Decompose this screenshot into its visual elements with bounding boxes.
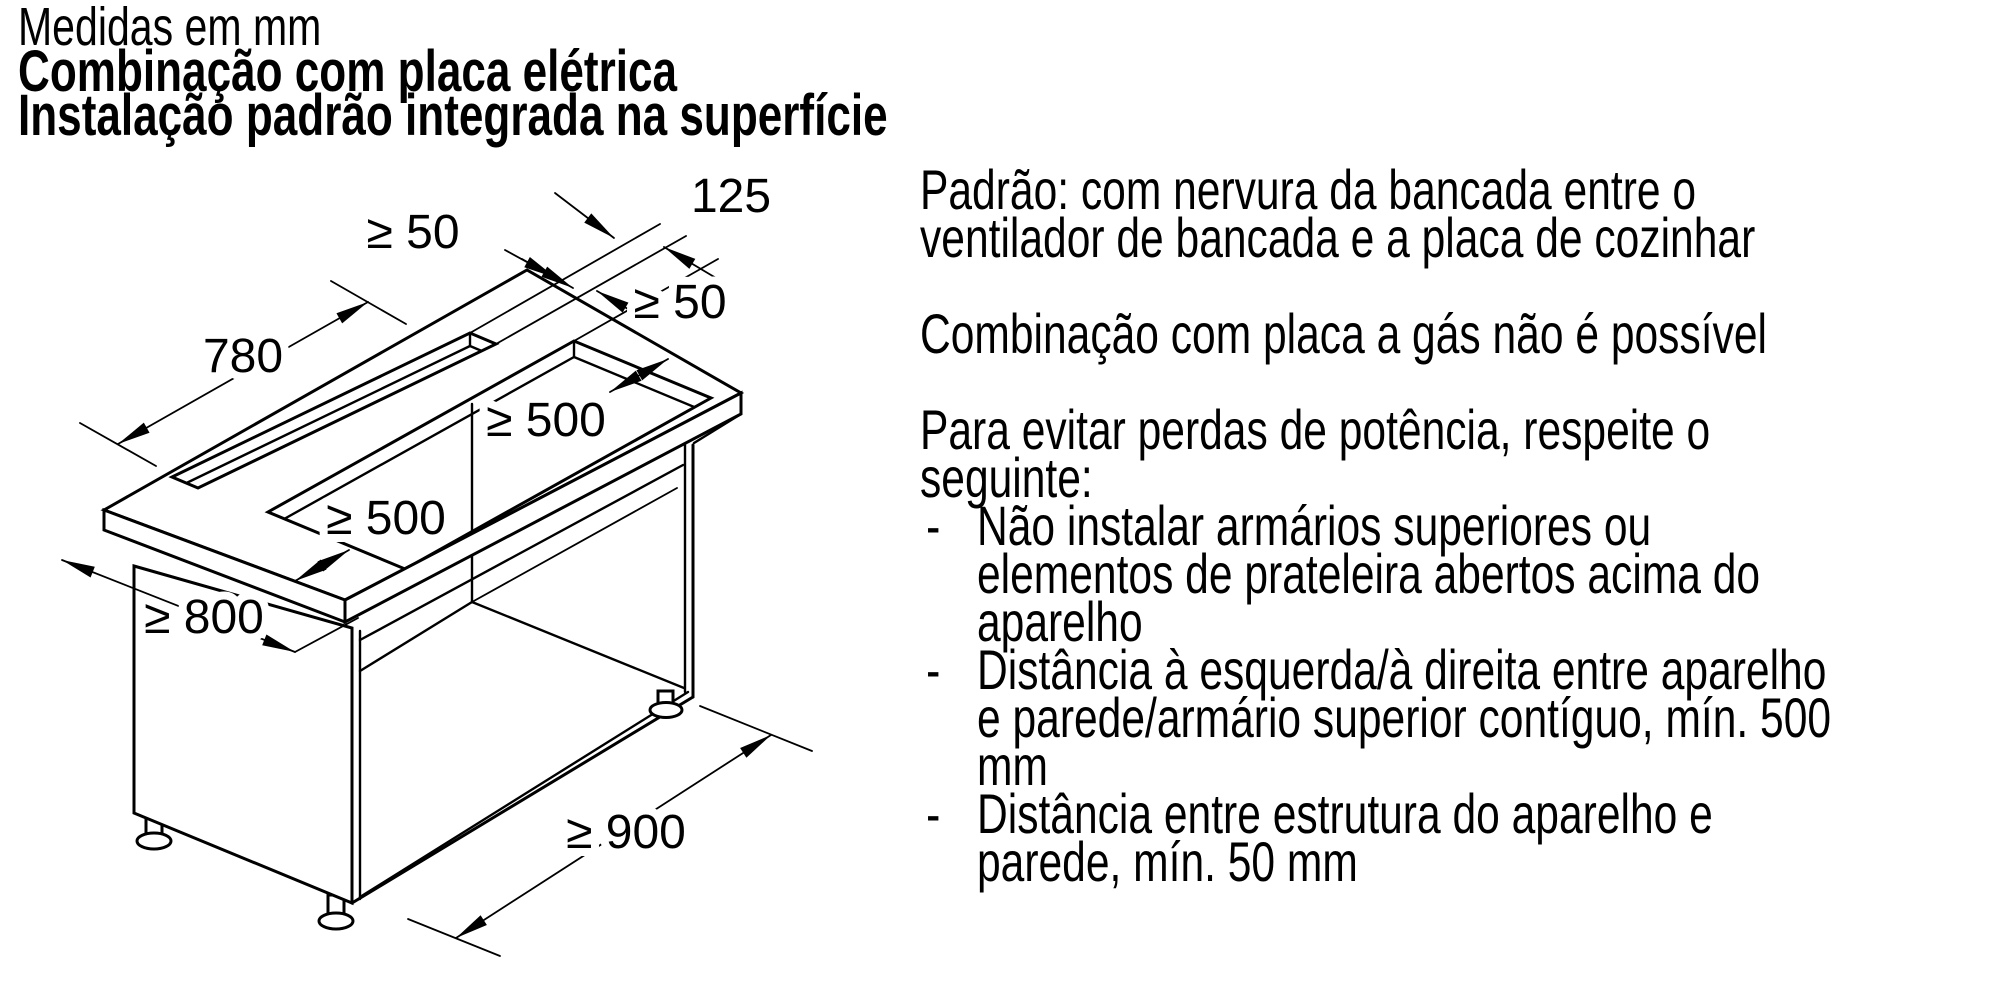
paragraph-standard: Padrão: com nervura da bancada entre o v… xyxy=(920,158,1831,269)
ext-hob-back xyxy=(573,258,719,342)
cabinet-top-front-edge xyxy=(358,463,685,642)
cabinet-foot-right xyxy=(648,689,684,719)
dim-900: ≥ 900 xyxy=(407,705,813,957)
cabinet-bottom-front-inner xyxy=(358,690,690,899)
dim-label-780: 780 xyxy=(203,330,283,383)
paragraph-gas: Combinação com placa a gás não é possíve… xyxy=(920,302,1831,365)
text-line: mm xyxy=(977,734,1048,797)
dim-800: ≥ 800 xyxy=(61,559,359,653)
units-note: Medidas em mm xyxy=(18,0,322,57)
text-line: parede, mín. 50 mm xyxy=(977,830,1358,893)
dim-500-left: ≥ 500 xyxy=(294,484,454,582)
text-line: Distância entre estrutura do aparelho e xyxy=(977,782,1713,845)
page-subtitle: Instalação padrão integrada na superfíci… xyxy=(18,83,888,148)
text-line: e parede/armário superior contíguo, mín.… xyxy=(977,686,1832,749)
dim-50-rib: ≥ 50 xyxy=(596,268,735,337)
worktop-cabinet-tie-line xyxy=(692,412,743,445)
dim-label-50-rib: ≥ 50 xyxy=(633,276,726,329)
text-line: elementos de prateleira abertos acima do xyxy=(977,542,1761,605)
text-line: Não instalar armários superiores ou xyxy=(977,494,1652,557)
dim-label-500-left: ≥ 500 xyxy=(326,492,446,545)
instructions-column: Padrão: com nervura da bancada entre o v… xyxy=(920,158,2000,893)
cabinet-floor-left-edge xyxy=(358,600,474,673)
bullet-dash: - xyxy=(926,638,941,701)
dim-500-right: ≥ 500 xyxy=(478,358,669,455)
dim-label-500-right: ≥ 500 xyxy=(486,394,606,447)
text-line: Combinação com placa a gás não é possíve… xyxy=(920,302,1767,365)
bullet-no-upper-cabinets: - Não instalar armários superiores ou el… xyxy=(920,494,1831,653)
bullet-dash: - xyxy=(926,494,941,557)
cabinet-foot-mid xyxy=(317,893,355,931)
cabinet-floor-right-edge xyxy=(470,600,686,690)
cabinet-floor-back-edge xyxy=(471,487,678,603)
dimensions: 780 ≥ 50 125 ≥ 50 xyxy=(61,162,813,957)
text-line: Para evitar perdas de potência, respeite… xyxy=(920,398,1711,461)
bullet-side-distance: - Distância à esquerda/à direita entre a… xyxy=(920,638,1832,797)
dim-label-125: 125 xyxy=(691,170,771,223)
title-block: Medidas em mm Combinação com placa elétr… xyxy=(18,0,1162,148)
dim-50-top: ≥ 50 xyxy=(358,192,615,289)
dim-label-800: ≥ 800 xyxy=(144,591,264,644)
text-line: aparelho xyxy=(977,590,1143,653)
dim-label-900: ≥ 900 xyxy=(566,806,686,859)
text-line: seguinte: xyxy=(920,446,1093,509)
bullet-wall-distance: - Distância entre estrutura do aparelho … xyxy=(920,782,1831,893)
text-line: Distância à esquerda/à direita entre apa… xyxy=(977,638,1827,701)
text-line: ventilador de bancada e a placa de cozin… xyxy=(920,206,1756,269)
paragraph-power-loss: Para evitar perdas de potência, respeite… xyxy=(920,398,1831,509)
bullet-dash: - xyxy=(926,782,941,845)
cabinet-bottom-front-outer xyxy=(350,695,695,905)
dim-125: 125 xyxy=(663,162,779,279)
ext-slot-front xyxy=(495,235,687,345)
text-line: Padrão: com nervura da bancada entre o xyxy=(920,158,1697,221)
dim-780: 780 xyxy=(79,280,407,467)
page-title: Combinação com placa elétrica xyxy=(18,39,678,104)
dim-label-50-top: ≥ 50 xyxy=(366,206,459,259)
